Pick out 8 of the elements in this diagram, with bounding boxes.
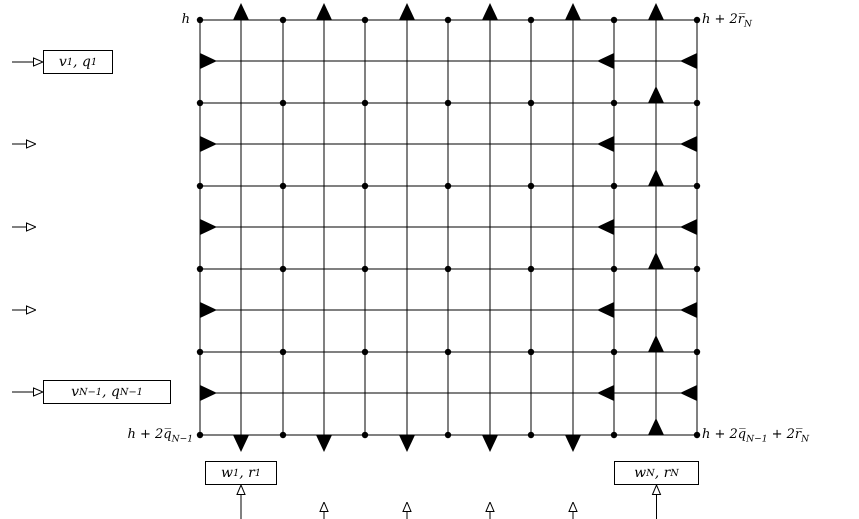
arrow: [12, 58, 44, 66]
arrow: [652, 484, 661, 519]
arrow: [12, 388, 44, 396]
vertex-label: h: [182, 12, 190, 28]
vertex-label: h + 2q̅$_{N−1}$: [128, 427, 193, 447]
vertex-label: h + 2q̅$_{N−1}$ + 2r̅$_{N}$: [702, 427, 810, 447]
vertex-label: h + 2r̅$_{N}$: [702, 12, 752, 32]
arrow: [236, 484, 246, 519]
